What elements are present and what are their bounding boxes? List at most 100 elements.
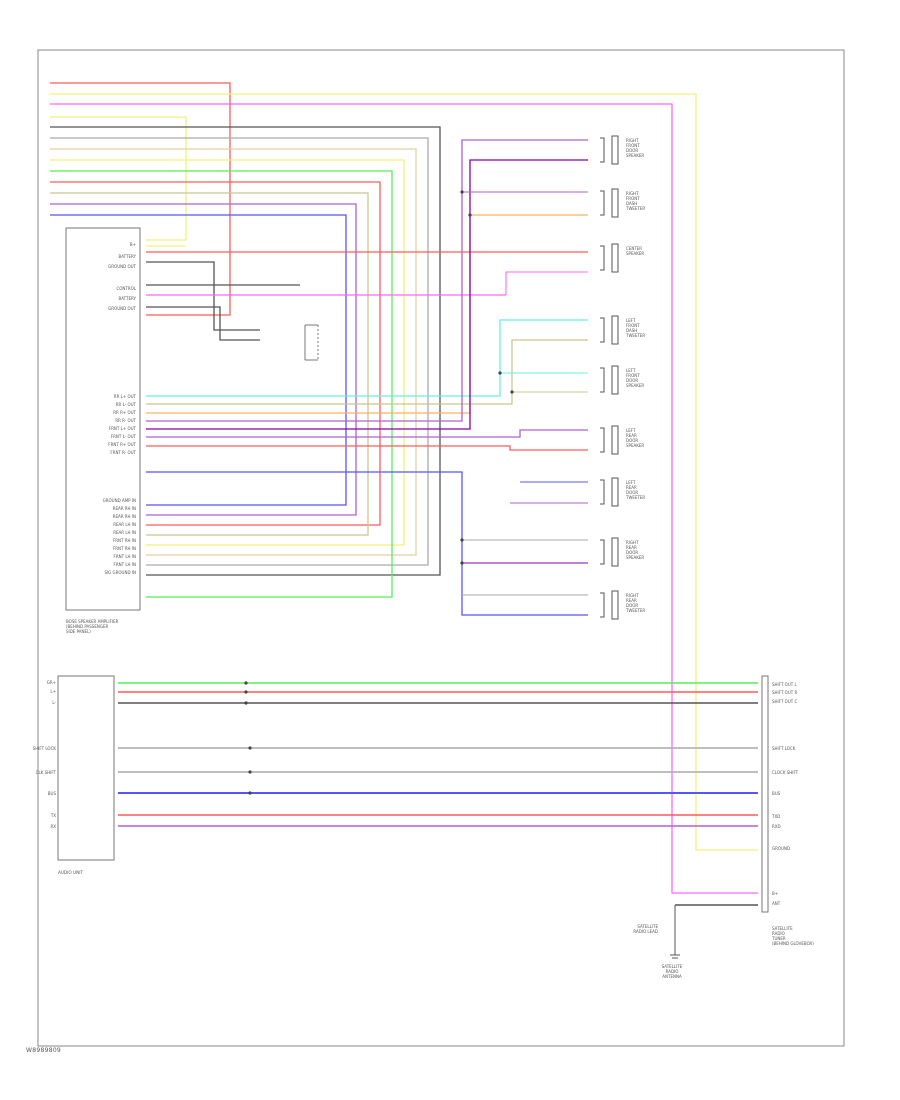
speaker-label: SPEAKER <box>626 153 644 158</box>
tuner-pin-label: RXD <box>772 824 781 829</box>
tuner-pin-label: SHIFT OUT C <box>772 699 797 704</box>
speaker-label: LEFT <box>626 480 636 485</box>
top-wire-4 <box>50 126 441 576</box>
tuner-label: RADIO <box>772 931 785 936</box>
speaker-label: FRONT <box>626 323 640 328</box>
speaker-feed-4 <box>146 159 588 430</box>
tuner-label: SATELLITE <box>772 926 793 931</box>
top-wire-12 <box>50 214 347 506</box>
tuner-pin-label: GROUND <box>772 846 790 851</box>
top-wire-11 <box>50 203 357 516</box>
speaker-label: DASH <box>626 201 637 206</box>
audio-unit-label: AUDIO UNIT <box>58 870 83 875</box>
speaker-label: REAR <box>626 433 637 438</box>
amp-pin-label: CONTROL <box>116 286 136 291</box>
bus-splice-2 <box>244 701 248 705</box>
diagram-code: W8989809 <box>26 1047 62 1054</box>
amp-row-5 <box>146 306 260 341</box>
top-wire-3 <box>50 116 187 241</box>
speaker-label: REAR <box>626 485 637 490</box>
amp-pin-label: FRNT L+ OUT <box>109 426 137 431</box>
speaker-label: DOOR <box>626 490 638 495</box>
bus-splice-4 <box>248 770 252 774</box>
amp-pin-label: FRNT L- OUT <box>111 434 137 439</box>
component-layer: RIGHTFRONTDOORSPEAKERRIGHTFRONTDASHTWEET… <box>57 135 769 959</box>
speaker-body <box>611 315 619 345</box>
antenna-label: SATELLITE <box>662 964 683 969</box>
speaker-label: CENTER <box>626 246 642 251</box>
speaker-bracket <box>600 427 605 453</box>
speaker-bracket <box>600 245 605 271</box>
bus-splice-1 <box>244 690 248 694</box>
splice-dot-1 <box>468 213 472 217</box>
top-wire-1 <box>50 93 758 851</box>
tuner-pin-label: SHIFT LOCK <box>772 746 796 751</box>
amp-pin-label: REAR LH IN <box>113 522 136 527</box>
speaker-label: SPEAKER <box>626 443 644 448</box>
antenna-icon <box>670 905 680 959</box>
amp-pin-label: RR R+ OUT <box>113 410 136 415</box>
audio-pin-label: L+ <box>50 689 56 694</box>
speaker-feed-3 <box>146 139 588 422</box>
antenna-label: ANTENNA <box>662 974 682 979</box>
speaker-label: LEFT <box>626 428 636 433</box>
audio-pin-label: L- <box>52 700 56 705</box>
speaker-branch-2 <box>505 271 588 295</box>
speaker-label: FRONT <box>626 373 640 378</box>
speaker-label: TWEETER <box>625 333 645 338</box>
amp-pin-label: FRNT RH IN <box>113 538 136 543</box>
amplifier-label: SIDE PANEL) <box>66 629 91 634</box>
tuner-pin-label: SHIFT OUT R <box>772 690 797 695</box>
speaker-feed-7 <box>146 471 588 616</box>
audio-pin-label: BUS <box>48 791 57 796</box>
amp-pin-label: BATTERY <box>119 254 137 259</box>
audio-pin-label: CLK SHIFT <box>36 770 57 775</box>
diagram-frame <box>37 49 845 1047</box>
splice-dot-0 <box>460 190 464 194</box>
bus-splice-3 <box>248 746 252 750</box>
speaker-label: TWEETER <box>625 608 645 613</box>
speaker-feed-6 <box>146 445 588 451</box>
speaker-label: TWEETER <box>625 206 645 211</box>
speaker-label: DOOR <box>626 378 638 383</box>
speaker-body <box>611 365 619 395</box>
speaker-bracket <box>600 592 605 618</box>
amp-pin-label: FRNT R- OUT <box>110 450 136 455</box>
amp-pin-label: RR L- OUT <box>116 402 137 407</box>
speaker-body <box>611 425 619 455</box>
top-wire-0 <box>50 82 231 316</box>
splice-dot-3 <box>510 390 514 394</box>
speaker-label: DOOR <box>626 438 638 443</box>
audio-pin-label: TX <box>50 813 56 818</box>
top-wire-9 <box>50 181 381 526</box>
speaker-label: LEFT <box>626 318 636 323</box>
speaker-label: FRONT <box>626 196 640 201</box>
speaker-bracket <box>600 539 605 565</box>
amp-pin-label: REAR LH IN <box>113 530 136 535</box>
speaker-label: FRONT <box>626 143 640 148</box>
speaker-label: SPEAKER <box>626 555 644 560</box>
tuner-box <box>761 675 769 913</box>
tuner-label: (BEHIND GLOVEBOX) <box>772 941 814 946</box>
amp-pin-label: FRNT R+ OUT <box>108 442 136 447</box>
amp-pin-label: GROUND OUT <box>108 264 136 269</box>
speaker-feed-1 <box>146 339 588 405</box>
speaker-label: RIGHT <box>626 138 639 143</box>
speaker-label: DOOR <box>626 550 638 555</box>
amplifier-label: BOSE SPEAKER AMPLIFIER <box>66 619 119 624</box>
audio-pin-label: RX <box>50 824 56 829</box>
splice-dot-2 <box>498 371 502 375</box>
speaker-label: RIGHT <box>626 593 639 598</box>
speaker-body <box>611 188 619 218</box>
speaker-label: DOOR <box>626 603 638 608</box>
splice-dot-4 <box>460 538 464 542</box>
top-wire-2 <box>50 103 758 894</box>
amp-pin-label: BATTERY <box>119 296 137 301</box>
